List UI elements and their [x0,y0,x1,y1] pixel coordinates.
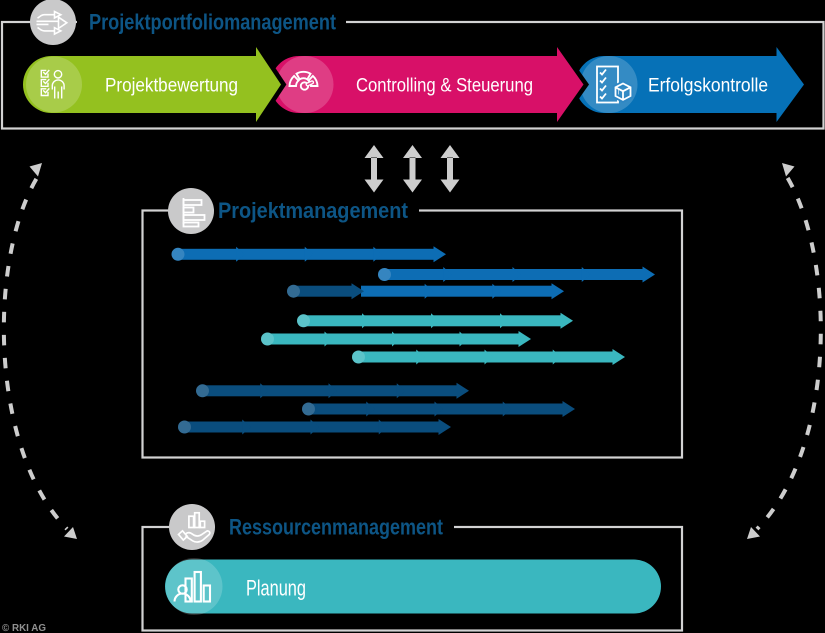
svg-text:Planung: Planung [246,576,306,601]
svg-text:Projektmanagement: Projektmanagement [218,198,408,223]
svg-text:Erfolgskontrolle: Erfolgskontrolle [648,76,768,97]
svg-text:Controlling & Steuerung: Controlling & Steuerung [356,76,533,97]
svg-text:Projektportfoliomanagement: Projektportfoliomanagement [89,10,336,35]
svg-text:© RKI AG: © RKI AG [2,622,46,633]
svg-text:Projektbewertung: Projektbewertung [105,76,238,97]
svg-text:Ressourcenmanagement: Ressourcenmanagement [229,515,443,540]
